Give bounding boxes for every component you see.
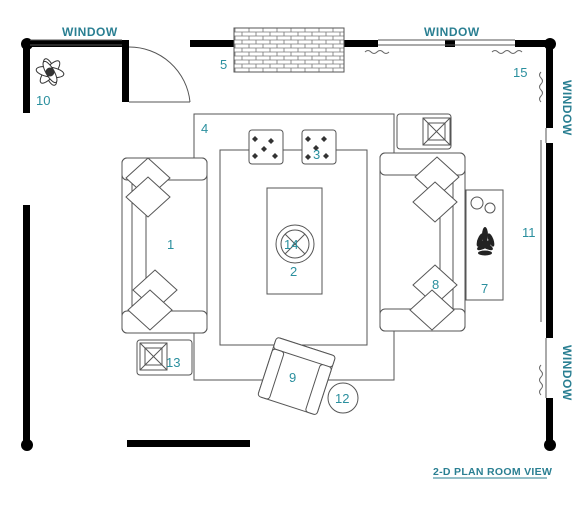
window-label-top-right: WINDOW bbox=[424, 25, 480, 39]
floor-pillows bbox=[248, 129, 337, 165]
label-rug: 4 bbox=[201, 121, 208, 136]
corner-post-top-left bbox=[21, 38, 33, 50]
label-ottoman: 2 bbox=[290, 264, 297, 279]
label-console-table: 7 bbox=[481, 281, 488, 296]
wall-right-middle bbox=[546, 143, 553, 338]
fireplace bbox=[233, 27, 345, 73]
label-side-table-left: 13 bbox=[166, 355, 180, 370]
window-glass bbox=[30, 39, 547, 398]
plant-icon bbox=[476, 227, 495, 256]
wall-right-upper bbox=[546, 40, 553, 128]
label-fireplace: 5 bbox=[220, 57, 227, 72]
sofa-right bbox=[379, 152, 466, 332]
wall-left-upper bbox=[23, 40, 30, 113]
curtains bbox=[364, 50, 543, 396]
side-table-round bbox=[327, 382, 359, 414]
label-plant-corner: 10 bbox=[36, 93, 50, 108]
wall-left-lower bbox=[23, 205, 30, 448]
corner-plant-icon bbox=[35, 58, 65, 86]
wall-top-left bbox=[23, 40, 128, 47]
door-jamb bbox=[122, 40, 129, 102]
label-side-table-round: 12 bbox=[335, 391, 349, 406]
door-swing bbox=[128, 46, 191, 103]
armchair bbox=[257, 337, 336, 415]
plan-caption: 2-D PLAN ROOM VIEW bbox=[433, 466, 552, 478]
side-table-top-right bbox=[396, 113, 452, 150]
label-armchair: 9 bbox=[289, 370, 296, 385]
corner-post-top-right bbox=[544, 38, 556, 50]
window-label-top-left: WINDOW bbox=[62, 25, 118, 39]
corner-post-bottom-left bbox=[21, 439, 33, 451]
window-label-right-upper: WINDOW bbox=[560, 80, 574, 136]
label-curtain: 15 bbox=[513, 65, 527, 80]
label-pillows: 3 bbox=[313, 147, 320, 162]
console-table bbox=[465, 189, 504, 301]
label-right-wall-windows: 11 bbox=[522, 225, 536, 240]
label-tray: 14 bbox=[284, 237, 298, 252]
side-table-left bbox=[136, 339, 193, 376]
wall-bottom-partition bbox=[127, 440, 250, 447]
tray bbox=[275, 224, 315, 264]
window-mullion bbox=[445, 40, 455, 47]
wall-right-lower bbox=[546, 398, 553, 448]
corner-post-bottom-right bbox=[544, 439, 556, 451]
sofa-left bbox=[121, 157, 208, 334]
window-label-right-lower: WINDOW bbox=[560, 345, 574, 401]
ottoman bbox=[266, 187, 323, 295]
label-sofa-left: 1 bbox=[167, 237, 174, 252]
wall-top-right bbox=[515, 40, 553, 47]
label-sofa-right: 8 bbox=[432, 277, 439, 292]
